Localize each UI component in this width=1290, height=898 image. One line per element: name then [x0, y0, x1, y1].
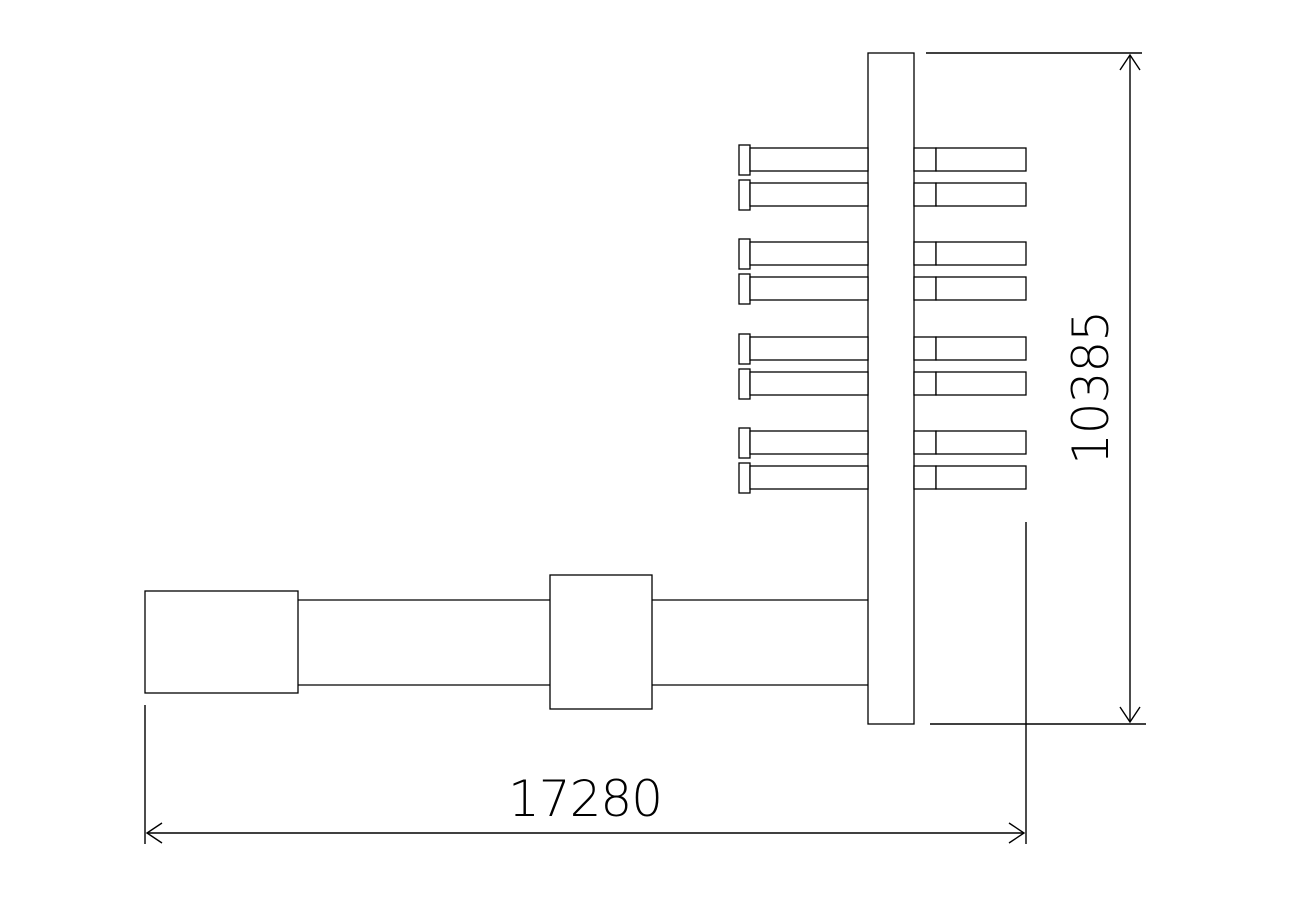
- branch-left-4: [738, 273, 869, 305]
- branch-left-3: [738, 238, 869, 270]
- branch-stubs: [738, 144, 1027, 494]
- branch-right-2: [913, 182, 1027, 207]
- branch-right-8: [913, 465, 1027, 490]
- duct-left: [298, 599, 550, 686]
- branch-left-5: [738, 333, 869, 365]
- main-header: [867, 52, 915, 725]
- arrow-down-icon: [1119, 706, 1141, 724]
- arrow-left-icon: [145, 822, 163, 844]
- middle-unit-box: [549, 574, 653, 710]
- horizontal-dimension: 17280: [144, 522, 1027, 844]
- arrow-up-icon: [1119, 53, 1141, 71]
- vertical-dimension-label: 10385: [1062, 311, 1120, 465]
- vertical-dimension: 10385: [926, 52, 1146, 725]
- branch-right-6: [913, 371, 1027, 396]
- branch-left-6: [738, 368, 869, 400]
- horizontal-dimension-label: 17280: [508, 770, 662, 828]
- branch-right-7: [913, 430, 1027, 455]
- branch-left-2: [738, 179, 869, 211]
- branch-right-4: [913, 276, 1027, 301]
- branch-right-5: [913, 336, 1027, 361]
- end-unit-box: [144, 590, 299, 694]
- branch-left-1: [738, 144, 869, 176]
- arrow-right-icon: [1008, 822, 1026, 844]
- branch-right-3: [913, 241, 1027, 266]
- branch-left-7: [738, 427, 869, 459]
- duct-right: [652, 599, 868, 686]
- branch-right-1: [913, 147, 1027, 172]
- branch-left-8: [738, 462, 869, 494]
